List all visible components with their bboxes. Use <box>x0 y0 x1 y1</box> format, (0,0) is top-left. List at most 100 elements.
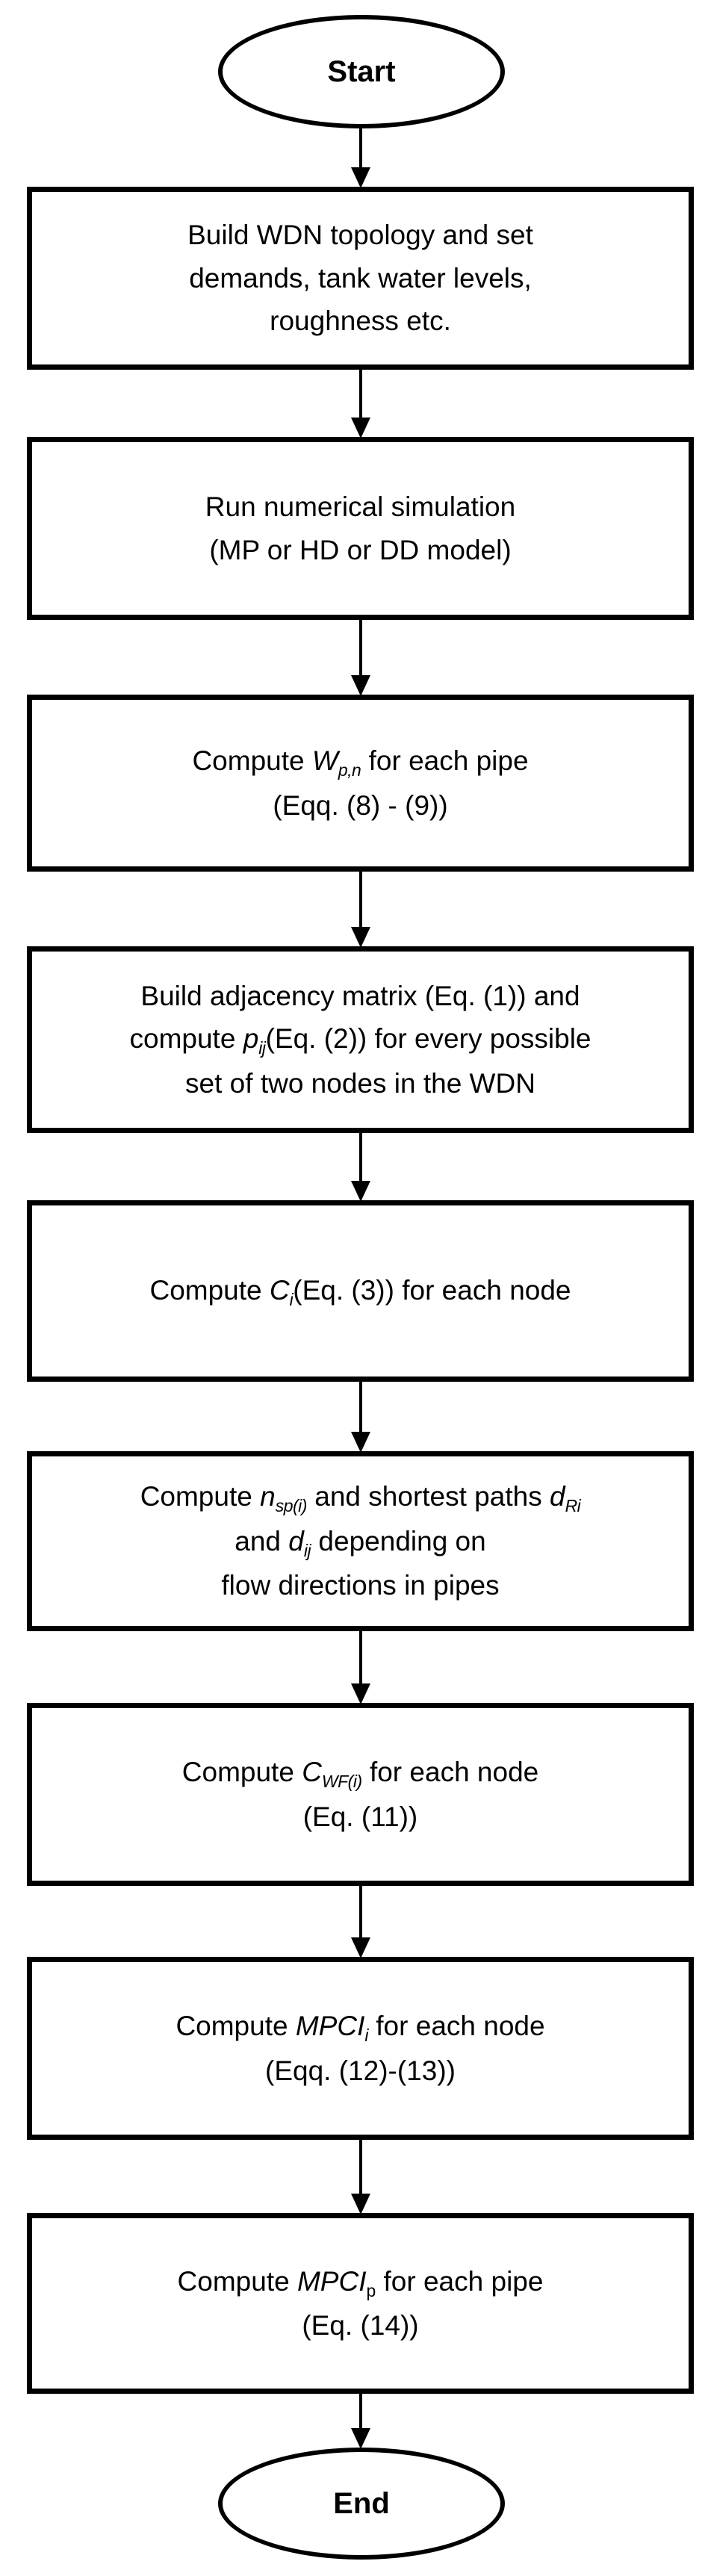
process-text-line: Build adjacency matrix (Eq. (1)) and <box>140 975 580 1017</box>
process-box-run-simulation: Run numerical simulation (MP or HD or DD … <box>27 437 694 620</box>
text-segment: (Eq. (3)) for each node <box>293 1274 571 1306</box>
process-text-line: compute pij(Eq. (2)) for every possible <box>130 1017 591 1062</box>
process-box-compute-w: Compute Wp,n for each pipe (Eqq. (8) - (9… <box>27 695 694 872</box>
text-segment: sp(i) <box>275 1496 308 1516</box>
text-segment: demands, tank water levels, <box>189 262 532 294</box>
text-segment: d <box>549 1481 565 1512</box>
arrow-shaft <box>359 1382 362 1441</box>
text-segment: flow directions in pipes <box>221 1570 500 1601</box>
arrow-shaft <box>359 370 362 426</box>
text-segment: for each node <box>361 1757 539 1788</box>
process-box-compute-ci: Compute Ci(Eq. (3)) for each node <box>27 1200 694 1382</box>
flow-arrow-6 <box>345 1382 376 1453</box>
text-segment: WF(i) <box>321 1772 362 1792</box>
process-text-line: Compute nsp(i) and shortest paths dRi <box>140 1475 581 1520</box>
process-text-line: Compute MPCIi for each node <box>176 2005 544 2049</box>
process-text-line: (Eq. (14)) <box>302 2304 418 2347</box>
arrow-shaft <box>359 1886 362 1946</box>
arrow-head-icon <box>351 1432 370 1453</box>
arrow-shaft <box>359 2394 362 2437</box>
text-segment: p,n <box>338 760 361 780</box>
text-segment: depending on <box>311 1525 486 1557</box>
flow-arrow-3 <box>345 620 376 696</box>
end-node: End <box>218 2448 505 2560</box>
text-segment: Ri <box>565 1496 581 1516</box>
process-box-adjacency-matrix: Build adjacency matrix (Eq. (1)) and comp… <box>27 946 694 1133</box>
process-text-line: Run numerical simulation <box>205 485 515 528</box>
arrow-shaft <box>359 870 362 936</box>
process-text-line: Compute MPCIp for each pipe <box>178 2260 544 2305</box>
text-segment: compute <box>129 1023 243 1055</box>
text-segment: and <box>235 1525 289 1557</box>
arrow-head-icon <box>351 2194 370 2215</box>
text-segment: d <box>288 1525 304 1557</box>
arrow-shaft <box>359 2140 362 2203</box>
text-segment: Compute <box>192 745 312 777</box>
process-text-line: Compute CWF(i) for each node <box>182 1751 538 1796</box>
end-label: End <box>333 2486 390 2520</box>
process-text-line: flow directions in pipes <box>221 1564 499 1607</box>
process-text-line: set of two nodes in the WDN <box>185 1062 535 1105</box>
text-segment: roughness etc. <box>270 305 451 337</box>
text-segment: Compute <box>181 1757 302 1788</box>
text-segment: for each node <box>368 2011 545 2042</box>
text-segment: MPCI <box>295 2011 365 2042</box>
text-segment: set of two nodes in the WDN <box>185 1067 535 1099</box>
text-segment: Compute <box>177 2265 297 2297</box>
process-box-build-topology: Build WDN topology and set demands, tank … <box>27 187 694 370</box>
process-box-compute-cwf: Compute CWF(i) for each node (Eq. (11)) <box>27 1703 694 1886</box>
flow-arrow-9 <box>345 2140 376 2215</box>
process-text-line: and dij depending on <box>235 1520 485 1565</box>
text-segment: Build adjacency matrix (Eq. (1)) and <box>140 980 580 1011</box>
flow-arrow-2 <box>345 370 376 438</box>
arrow-head-icon <box>351 1683 370 1704</box>
arrow-head-icon <box>351 1937 370 1958</box>
flow-arrow-1 <box>345 128 376 188</box>
flow-arrow-5 <box>345 1133 376 1202</box>
process-text-line: demands, tank water levels, <box>189 257 532 300</box>
process-text-line: (Eq. (11)) <box>303 1796 418 1838</box>
process-text-line: (Eqq. (8) - (9)) <box>273 784 447 827</box>
process-text-line: Compute Wp,n for each pipe <box>192 739 528 784</box>
text-segment: Compute <box>176 2011 296 2042</box>
text-segment: and shortest paths <box>307 1481 550 1512</box>
process-text-line: (Eqq. (12)-(13)) <box>265 2049 456 2092</box>
text-segment: (Eq. (14)) <box>302 2310 419 2341</box>
arrow-head-icon <box>351 927 370 948</box>
text-segment: (Eq. (2)) for every possible <box>265 1023 591 1055</box>
text-segment: (Eqq. (12)-(13)) <box>265 2055 456 2086</box>
text-segment: (MP or HD or DD model) <box>209 534 512 565</box>
process-text-line: Build WDN topology and set <box>187 214 533 256</box>
flow-arrow-10 <box>345 2394 376 2449</box>
text-segment: ij <box>303 1540 311 1560</box>
process-text-line: Compute Ci(Eq. (3)) for each node <box>149 1269 571 1314</box>
text-segment: i <box>289 1289 294 1309</box>
text-segment: Build WDN topology and set <box>187 220 533 251</box>
text-segment: Compute <box>140 1481 261 1512</box>
text-segment: p <box>243 1023 259 1055</box>
arrow-head-icon <box>351 418 370 438</box>
text-segment: C <box>269 1274 290 1306</box>
start-node: Start <box>218 15 505 128</box>
text-segment: (Eq. (11)) <box>302 1801 418 1832</box>
text-segment: (Eqq. (8) - (9)) <box>273 789 448 821</box>
text-segment: Compute <box>149 1274 270 1306</box>
process-box-compute-mpci-node: Compute MPCIi for each node (Eqq. (12)-(1… <box>27 1957 694 2140</box>
arrow-shaft <box>359 128 362 176</box>
text-segment: n <box>260 1481 276 1512</box>
process-box-compute-mpci-pipe: Compute MPCIp for each pipe (Eq. (14)) <box>27 2213 694 2394</box>
text-segment: C <box>302 1757 322 1788</box>
text-segment: i <box>364 2026 368 2046</box>
text-segment: for each pipe <box>376 2265 544 2297</box>
text-segment: for each pipe <box>361 745 529 777</box>
arrow-shaft <box>359 620 362 684</box>
arrow-head-icon <box>351 675 370 696</box>
start-label: Start <box>327 55 396 88</box>
flow-arrow-8 <box>345 1886 376 1958</box>
arrow-head-icon <box>351 2428 370 2449</box>
text-segment: ij <box>258 1038 266 1058</box>
text-segment: Run numerical simulation <box>205 491 516 523</box>
text-segment: W <box>311 745 338 777</box>
process-text-line: roughness etc. <box>270 300 451 342</box>
